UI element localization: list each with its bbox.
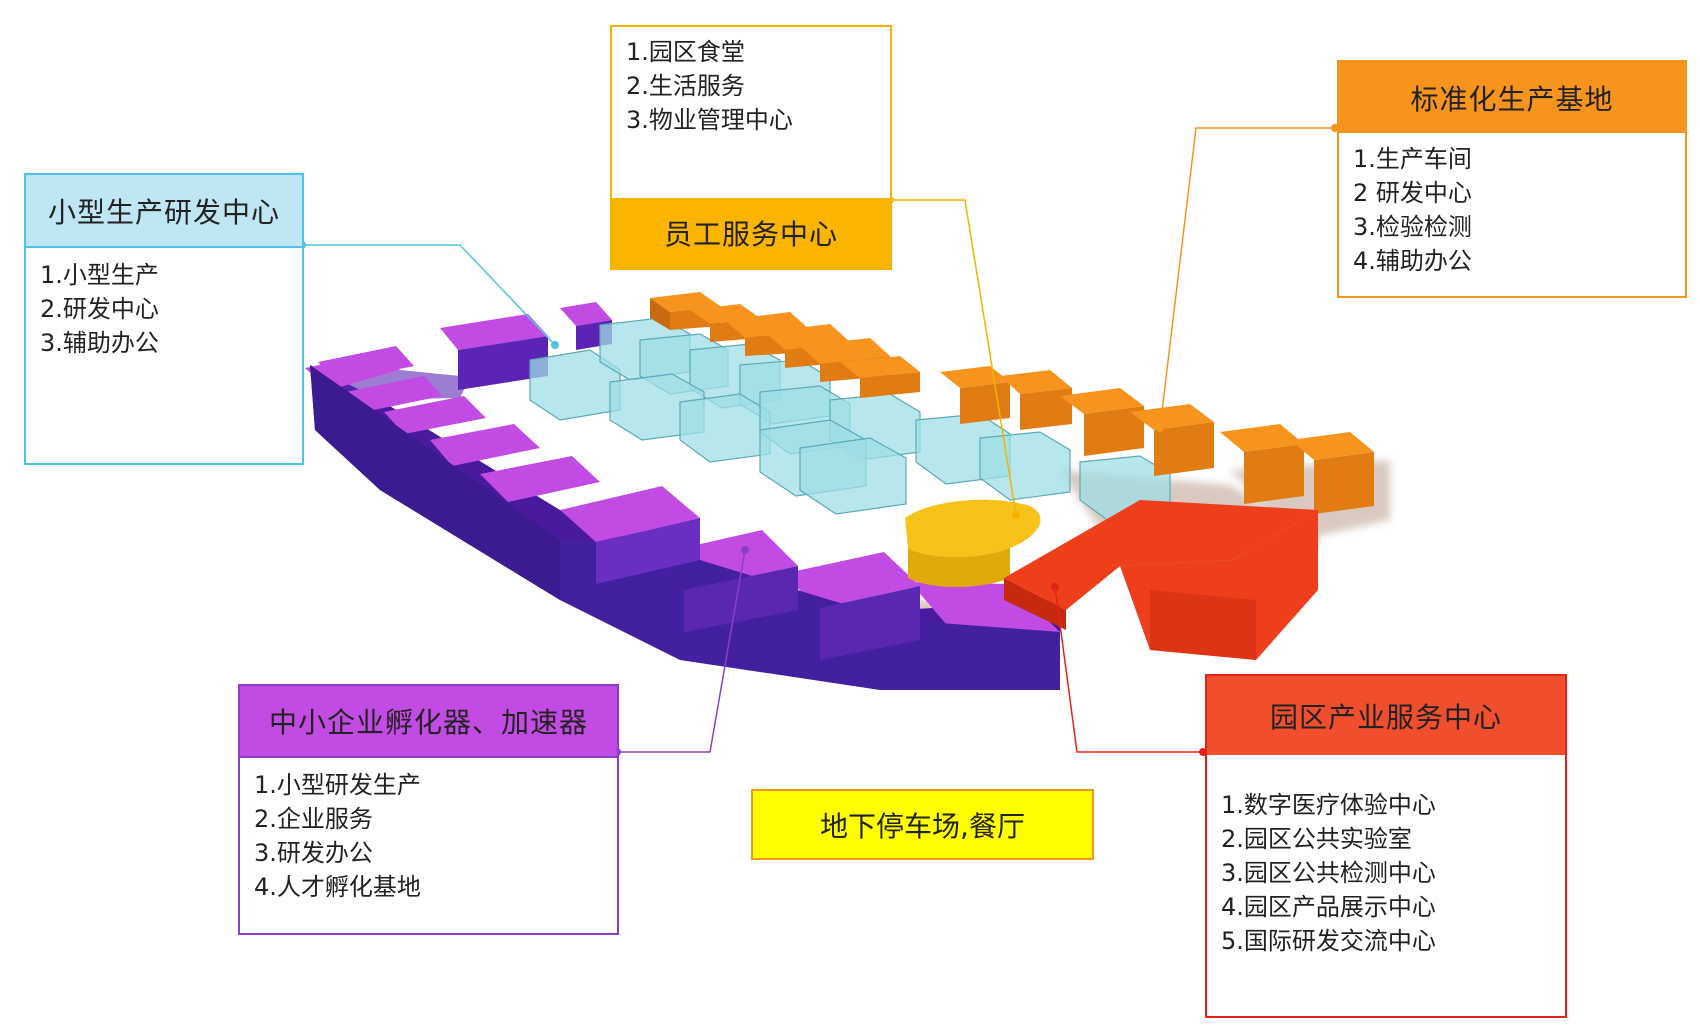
standard-production-items: 1.生产车间 2 研发中心 3.检验检测 4.辅助办公 [1353, 142, 1472, 278]
leader-incubator [617, 549, 746, 753]
industry-service-building [1004, 500, 1318, 660]
list-item: 5.国际研发交流中心 [1221, 927, 1436, 955]
list-item: 1.小型研发生产 [254, 771, 421, 799]
list-item: 2.企业服务 [254, 805, 373, 833]
list-item: 3.检验检测 [1353, 213, 1472, 241]
sme-incubator-box: 中小企业孵化器、加速器 1.小型研发生产 2.企业服务 3.研发办公 4.人才孵… [238, 684, 619, 935]
list-item: 3.物业管理中心 [626, 106, 793, 134]
industry-service-center-items: 1.数字医疗体验中心 2.园区公共实验室 3.园区公共检测中心 4.园区产品展示… [1221, 788, 1436, 958]
list-item: 3.辅助办公 [40, 329, 159, 357]
list-item: 4.园区产品展示中心 [1221, 893, 1436, 921]
incubator-buildings [305, 302, 1060, 690]
sme-incubator-items: 1.小型研发生产 2.企业服务 3.研发办公 4.人才孵化基地 [254, 768, 421, 904]
list-item: 4.辅助办公 [1353, 247, 1472, 275]
sme-incubator-title: 中小企业孵化器、加速器 [240, 686, 617, 758]
list-item: 2.生活服务 [626, 72, 745, 100]
staff-service-center-items: 1.园区食堂 2.生活服务 3.物业管理中心 [626, 35, 793, 137]
leader-lines [302, 127, 1335, 753]
standard-production-box: 标准化生产基地 1.生产车间 2 研发中心 3.检验检测 4.辅助办公 [1337, 60, 1687, 298]
glass-rd-buildings [529, 317, 1171, 523]
industry-service-center-box: 园区产业服务中心 1.数字医疗体验中心 2.园区公共实验室 3.园区公共检测中心… [1205, 674, 1567, 1018]
production-buildings [650, 292, 1374, 514]
list-item: 2.园区公共实验室 [1221, 825, 1412, 853]
leader-small-rd [302, 244, 556, 346]
list-item: 4.人才孵化基地 [254, 873, 421, 901]
standard-production-title: 标准化生产基地 [1339, 62, 1685, 133]
list-item: 1.生产车间 [1353, 145, 1472, 173]
list-item: 3.园区公共检测中心 [1221, 859, 1436, 887]
list-item: 1.数字医疗体验中心 [1221, 791, 1436, 819]
leader-staff-service [890, 199, 1017, 516]
small-rd-center-box: 小型生产研发中心 1.小型生产 2.研发中心 3.辅助办公 [24, 173, 304, 465]
industry-service-center-title: 园区产业服务中心 [1207, 676, 1565, 755]
small-rd-center-title: 小型生产研发中心 [26, 175, 302, 248]
staff-service-center-title: 员工服务中心 [612, 198, 890, 268]
leader-industry-service [1054, 586, 1203, 753]
staff-service-building [905, 499, 1041, 587]
list-item: 3.研发办公 [254, 839, 373, 867]
list-item: 1.园区食堂 [626, 38, 745, 66]
leader-standard-production [1159, 127, 1335, 429]
staff-service-center-box: 1.园区食堂 2.生活服务 3.物业管理中心 员工服务中心 [610, 25, 892, 270]
list-item: 2 研发中心 [1353, 179, 1472, 207]
list-item: 2.研发中心 [40, 295, 159, 323]
small-rd-center-items: 1.小型生产 2.研发中心 3.辅助办公 [40, 258, 159, 360]
list-item: 1.小型生产 [40, 261, 159, 289]
parking-canteen-label: 地下停车场,餐厅 [751, 789, 1094, 860]
